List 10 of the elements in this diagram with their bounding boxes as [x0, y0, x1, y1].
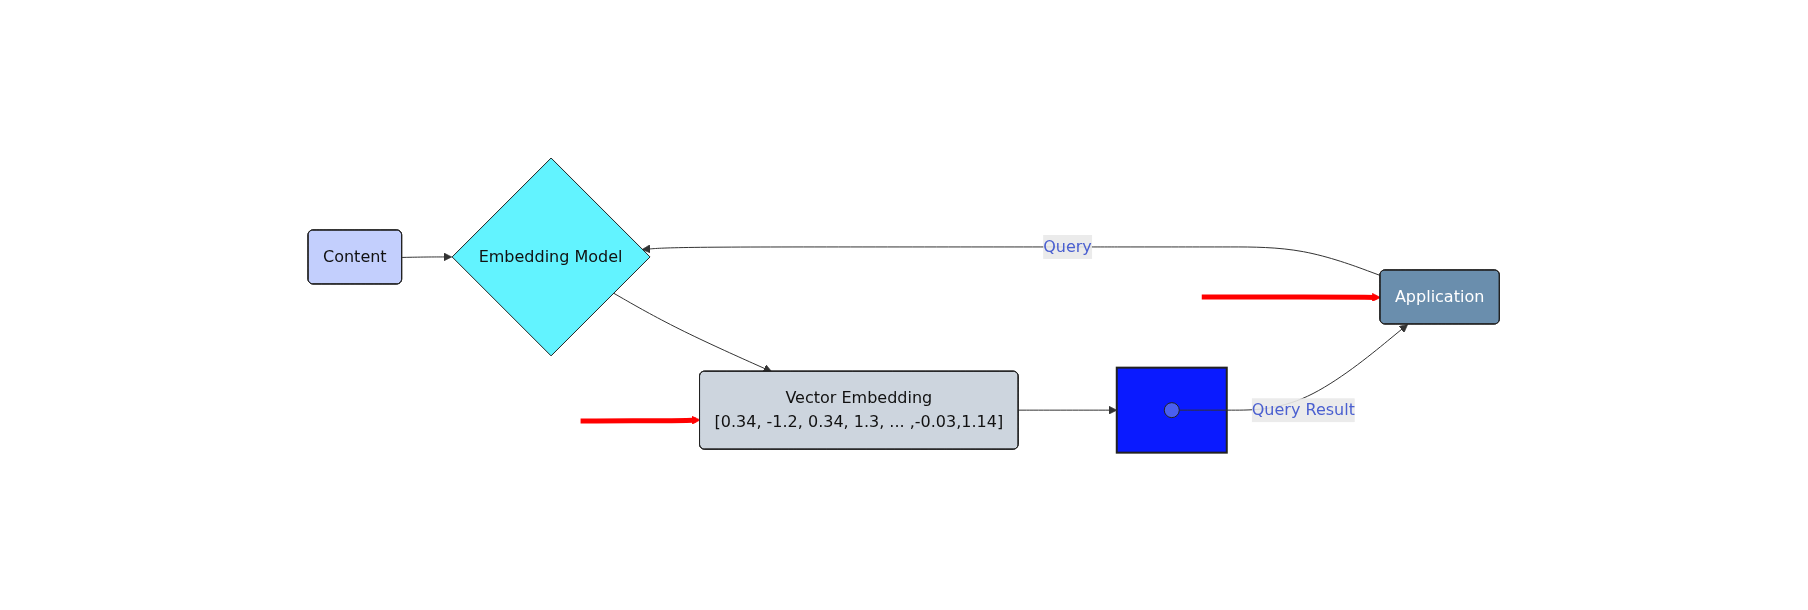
arrow	[580, 415, 701, 425]
edge-label: Query Result	[1252, 399, 1356, 419]
cluster	[1116, 366, 1229, 454]
node-circle	[1164, 401, 1181, 418]
node-diamond: Embedding Model	[451, 157, 651, 357]
arrow	[401, 252, 453, 261]
arrow	[642, 244, 1382, 276]
arrow	[1202, 292, 1382, 302]
edge-label: Query	[1043, 236, 1093, 256]
arrow	[1017, 405, 1118, 415]
